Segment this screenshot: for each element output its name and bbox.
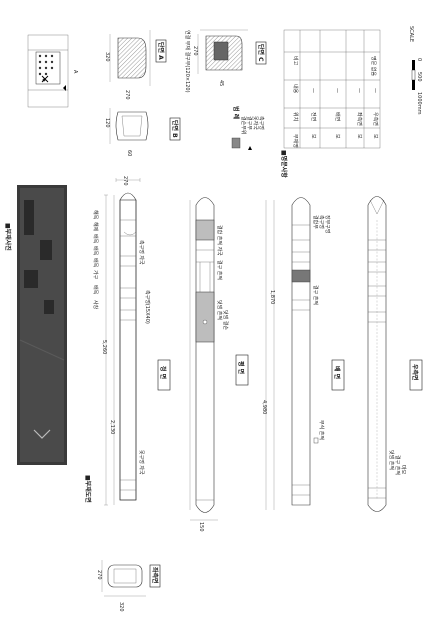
- left-side-view-label: 좌측면: [151, 567, 159, 584]
- front-annotation-3: 못구멍 자국: [138, 450, 145, 475]
- table-row: 보 좌측면 —: [356, 88, 363, 139]
- member-photo: [17, 185, 67, 465]
- inscription-table: ■명문사항 부재명 위치 내용 비고 보 전면 — 보 배면 — 보 좌측면 —…: [280, 29, 381, 178]
- scale-tick-0: 0: [416, 58, 422, 61]
- table-cell: 보: [310, 134, 316, 139]
- legend-item-1: 결손부위: [240, 116, 247, 134]
- table-row: 보 전면 —: [310, 88, 317, 139]
- table-cell: 우측면: [372, 112, 379, 126]
- back-annotation-3: 장부구멍: [324, 215, 331, 233]
- section-b: 120 60 단면 B: [104, 108, 181, 156]
- scale-tick-2: 1000mm: [416, 92, 422, 115]
- part-label: 배목: [92, 258, 99, 268]
- right-annotation-2: 결구 흔적: [394, 455, 401, 475]
- front-section-w: 270: [122, 176, 128, 186]
- scale-tick-1: 500: [416, 72, 422, 82]
- plan-annotation-3: 덧댐 흔적: [216, 300, 223, 320]
- front-annotation-1: 촉구멍 자국: [138, 240, 145, 265]
- right-annotation-1: 덧댐 흔적: [388, 450, 395, 470]
- section-a-h: 320: [104, 52, 110, 62]
- part-label: 배목: [92, 285, 99, 295]
- table-cell: 보: [334, 134, 340, 139]
- table-cell: 보: [356, 134, 362, 139]
- table-header-cell: 위치: [292, 112, 299, 121]
- back-annotation-1: 결합부: [312, 215, 319, 229]
- drawing-title: ■부재도면: [84, 475, 92, 503]
- plan-annotation-4: 덧댐 결손: [222, 310, 229, 330]
- table-cell: 배면: [334, 112, 341, 122]
- section-a-label: 단면 A: [157, 42, 165, 60]
- part-labels: 사창 배목 가구 배목 배목 배목 해제 해목: [92, 210, 99, 310]
- section-a: 320 270 단면 A: [104, 30, 167, 100]
- table-cell: —: [334, 88, 340, 93]
- front-total-length: 5,260: [101, 340, 107, 354]
- section-b-h: 120: [104, 118, 110, 128]
- table-header-cell: 부재명: [292, 134, 299, 148]
- right-side-view: 덧댐 흔적 결구 흔적 마모 우측면: [367, 196, 423, 512]
- back-view-label: 배 면: [333, 366, 341, 379]
- section-b-label: 단면 B: [171, 120, 179, 138]
- left-side-h: 270: [96, 570, 102, 580]
- plan-gap: 150: [198, 522, 204, 532]
- back-length-4: 1,870: [269, 290, 275, 304]
- back-length-2: 4,980: [261, 400, 267, 414]
- section-c: 270 연결 부재 결구부(120×120) 45 단면 C: [184, 29, 267, 93]
- part-label: 사창: [92, 300, 99, 310]
- table-cell: 보: [372, 134, 378, 139]
- part-label: 해제: [92, 222, 99, 232]
- front-view: 5,260 2,130 270 촉구멍 자국 촉구멍(15X40) 못구멍 자국…: [92, 176, 171, 506]
- legend-item-3: 못자국: [252, 116, 259, 130]
- part-label: 가구: [92, 270, 99, 280]
- right-annotation-3: 마모: [400, 465, 407, 475]
- back-view: 4,980 1,870 결합부 촉구멍 장부구멍 결구 흔적 부식 흔적 배 면: [261, 197, 345, 510]
- table-header-cell: 비고: [292, 56, 299, 66]
- front-view-label: 정 면: [159, 366, 167, 379]
- key-plan: A: [27, 34, 78, 108]
- section-c-note: 연결 부재 결구부(120×120): [184, 30, 191, 93]
- table-cell: 전면: [310, 112, 317, 122]
- inscription-summary: 명문 없음: [370, 56, 377, 76]
- table-row: 보 우측면 —: [372, 88, 379, 139]
- back-annotation-4: 결구 흔적: [312, 285, 319, 305]
- scale-label: SCALE: [408, 26, 414, 42]
- table-header-cell: 내용: [292, 84, 299, 94]
- section-c-label: 단면 C: [257, 44, 265, 62]
- legend-item-4: 촉구멍: [258, 116, 265, 130]
- plan-view: 150 결합 흔적 자국 결구 흔적 덧댐 흔적 덧댐 결손 평 면: [189, 197, 249, 532]
- scale-bar: SCALE 0 500 1000mm: [408, 26, 422, 115]
- section-c-w: 270: [192, 46, 198, 56]
- part-label: 해목: [92, 210, 99, 220]
- part-label: 배목: [92, 246, 99, 256]
- section-a-w: 270: [124, 90, 130, 100]
- right-side-view-label: 우측면: [411, 364, 419, 381]
- legend: 범 례 결손부위 결구부 못자국 촉구멍: [231, 106, 265, 150]
- table-cell: —: [356, 88, 362, 93]
- table-row: 보 배면 —: [334, 88, 341, 139]
- section-b-w: 60: [126, 150, 132, 156]
- front-length-3: 2,130: [109, 420, 115, 434]
- back-annotation-5: 부식 흔적: [318, 420, 325, 440]
- plan-view-label: 평 면: [237, 361, 245, 374]
- table-cell: 좌측면: [356, 112, 363, 126]
- legend-title: 범 례: [232, 106, 240, 120]
- legend-item-2: 결구부: [246, 116, 253, 130]
- left-side-w: 320: [118, 602, 124, 612]
- key-plan-label: A: [72, 70, 78, 74]
- table-header: 부재명 위치 내용 비고: [292, 56, 299, 148]
- part-label: 배목: [92, 234, 99, 244]
- plan-annotation-1: 결합 흔적 자국: [216, 225, 223, 256]
- front-annotation-2: 촉구멍(15X40): [144, 290, 151, 324]
- plan-annotation-2: 결구 흔적: [216, 260, 223, 280]
- left-side-view: 270 320 좌측면: [96, 560, 161, 612]
- table-cell: —: [310, 88, 316, 93]
- section-c-small: 45: [218, 80, 224, 86]
- photo-title: ■부재사진: [4, 223, 12, 251]
- inscription-title: ■명문사항: [280, 150, 288, 178]
- back-annotation-2: 촉구멍: [318, 215, 325, 229]
- table-cell: —: [372, 88, 378, 93]
